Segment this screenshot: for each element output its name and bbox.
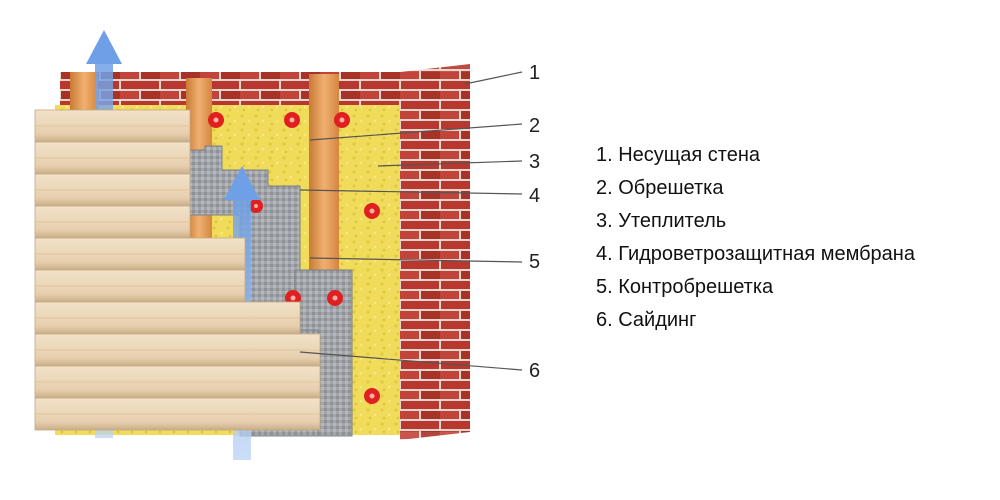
insulation-fastener-icon (364, 388, 380, 404)
leader-line-4 (299, 189, 523, 195)
callout-1: 1 (529, 62, 540, 84)
insulation-fastener-icon (364, 203, 380, 219)
callout-3: 3 (529, 151, 540, 173)
leader-lines (299, 71, 523, 371)
leader-line-3 (377, 160, 523, 167)
legend-item-insulation: 3. Утеплитель (596, 210, 727, 232)
leader-line-5 (309, 257, 523, 263)
legend-item-load-bearing-wall: 1. Несущая стена (596, 144, 760, 166)
insulation-fastener-icon (284, 112, 300, 128)
callout-6: 6 (529, 360, 540, 382)
siding-panels (34, 109, 321, 431)
insulation-fastener-icon (334, 112, 350, 128)
insulation-fastener-icon (208, 112, 224, 128)
leader-line-6 (299, 351, 523, 371)
legend-item-membrane: 4. Гидроветрозащитная мембрана (596, 243, 915, 265)
legend: 1. Несущая стена 2. Обрешетка 3. Утеплит… (596, 139, 915, 337)
legend-item-counter-battens: 5. Контробрешетка (596, 276, 774, 298)
insulation-fastener-icon (327, 290, 343, 306)
leader-line-1 (464, 71, 523, 85)
callout-5: 5 (529, 251, 540, 273)
legend-item-siding: 6. Сайдинг (596, 309, 697, 331)
leader-line-2 (309, 123, 523, 141)
legend-item-battens: 2. Обрешетка (596, 177, 724, 199)
callout-4: 4 (529, 185, 540, 207)
callout-numbers: 1 2 3 4 5 6 (529, 62, 540, 382)
insulation-fastener-icon (249, 199, 263, 213)
callout-2: 2 (529, 115, 540, 137)
